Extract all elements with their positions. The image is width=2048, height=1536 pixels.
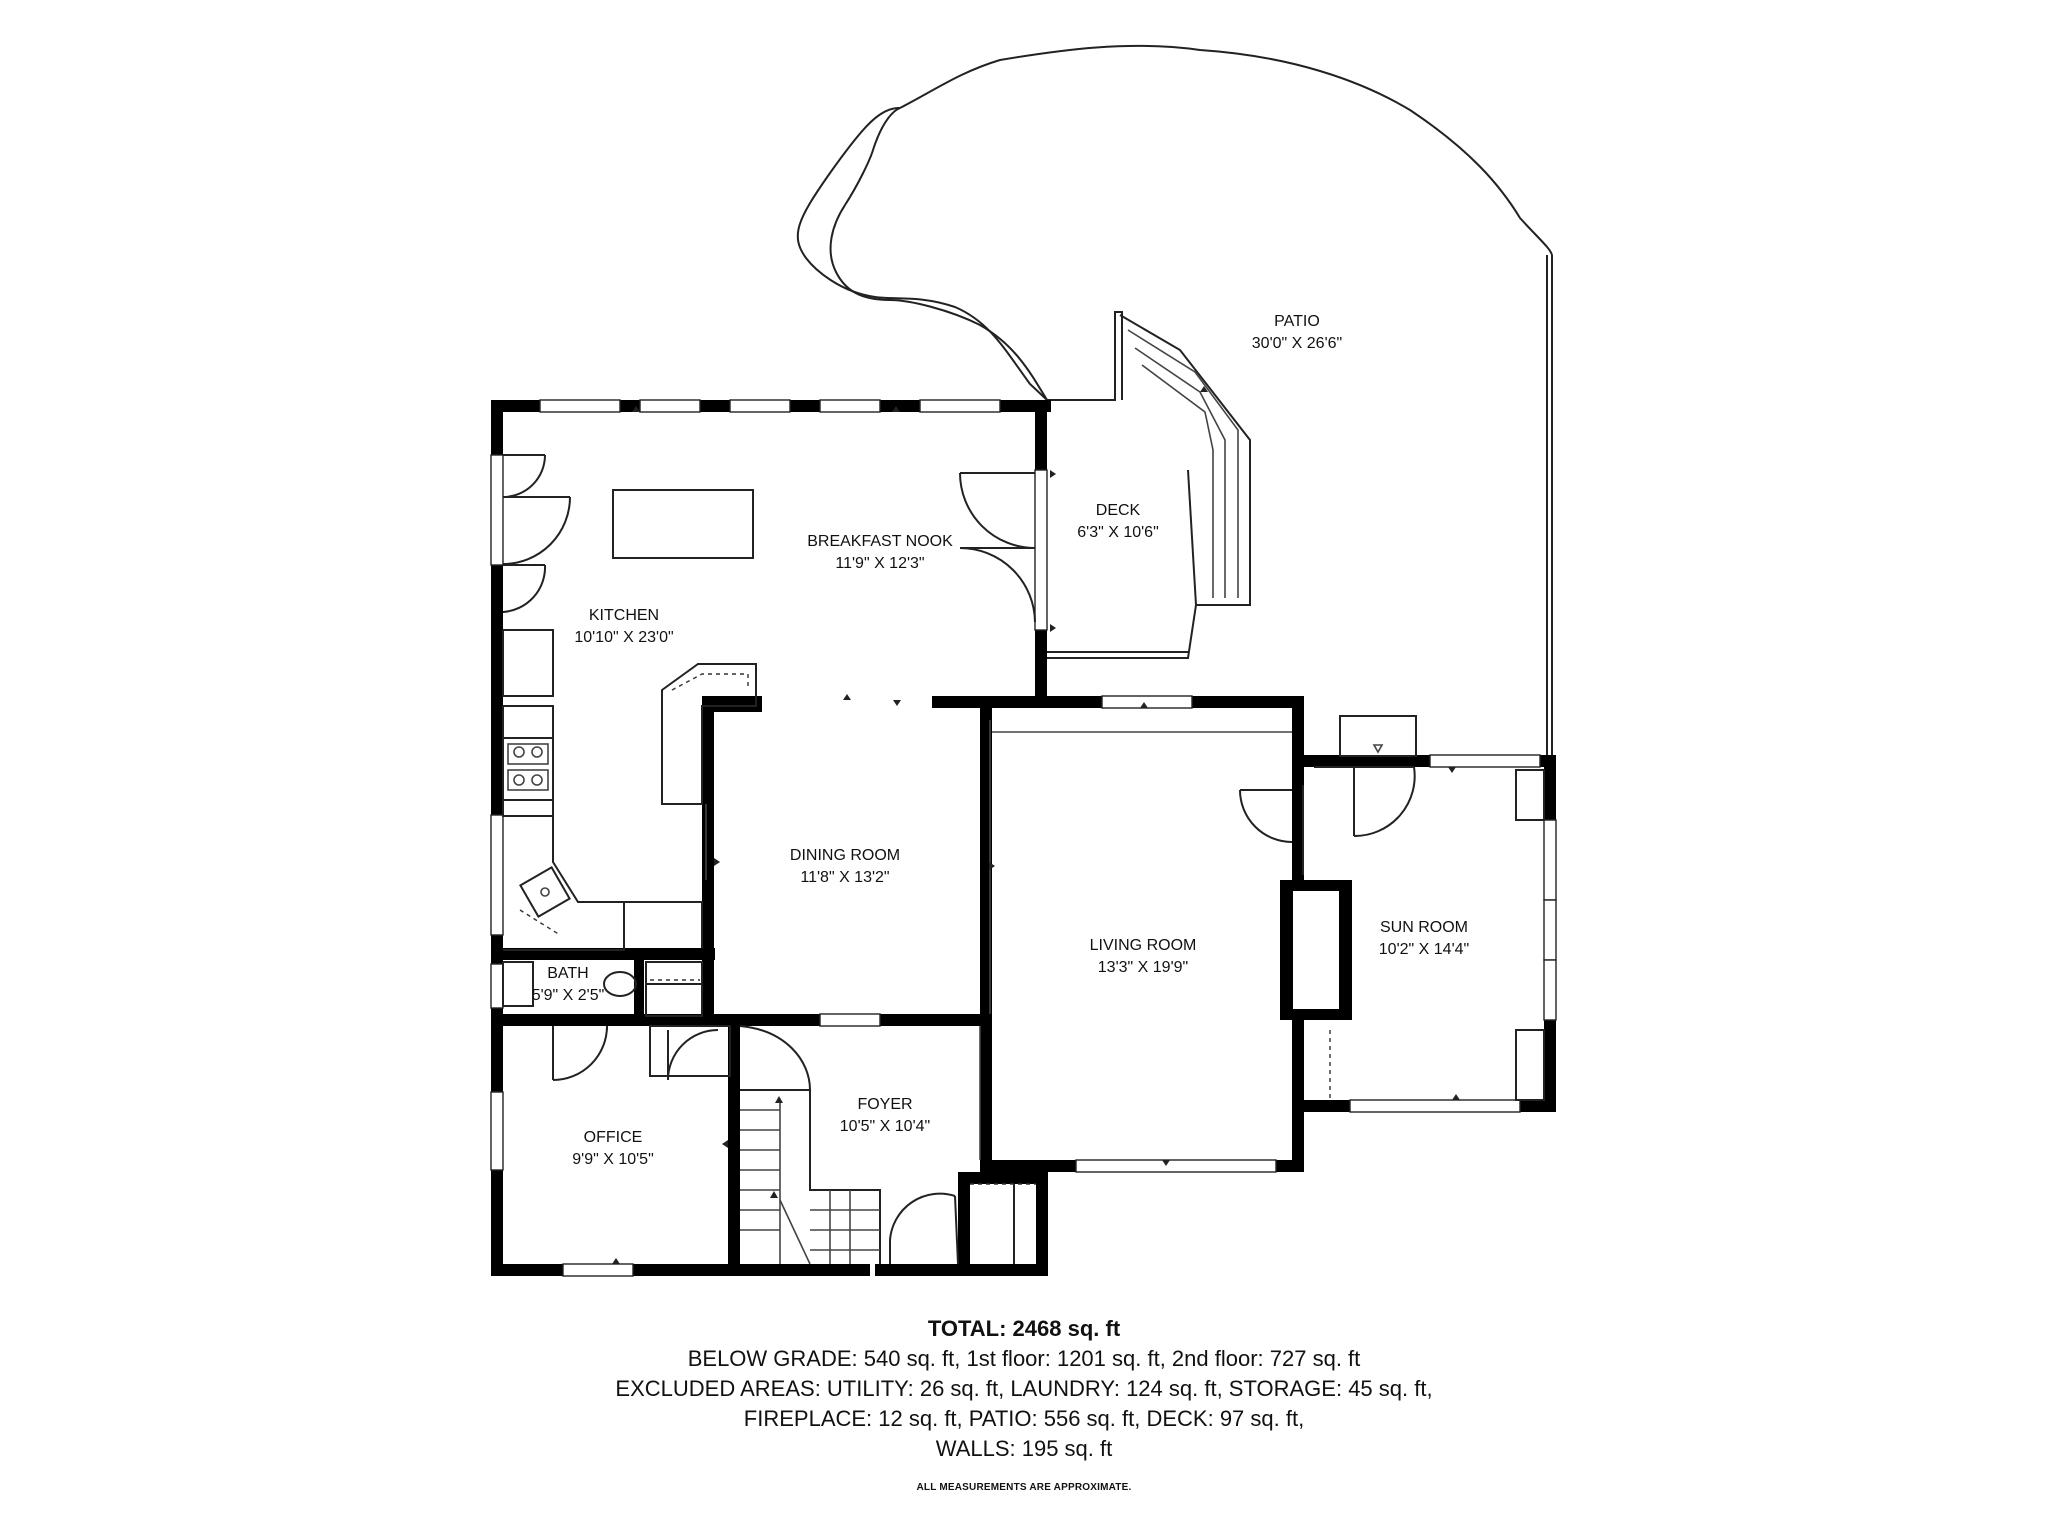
deck-outline	[1047, 311, 1251, 659]
bath-name: BATH	[547, 965, 588, 982]
fixtures	[502, 454, 1545, 1265]
room-label-living-room: LIVING ROOM 13'3" X 19'9"	[1090, 937, 1197, 976]
kitchen-name: KITCHEN	[589, 607, 659, 624]
markers	[612, 386, 1460, 1264]
dining-room-dims: 11'8" X 13'2"	[800, 869, 889, 886]
sun-room-name: SUN ROOM	[1380, 919, 1468, 936]
room-label-foyer: FOYER 10'5" X 10'4"	[840, 1096, 930, 1135]
deck-dims: 6'3" X 10'6"	[1077, 524, 1159, 541]
room-label-patio: PATIO 30'0" X 26'6"	[1252, 313, 1342, 352]
living-room-name: LIVING ROOM	[1090, 937, 1197, 954]
dining-room-name: DINING ROOM	[790, 847, 900, 864]
living-room-dims: 13'3" X 19'9"	[1098, 959, 1188, 976]
bath-dims: 5'9" X 2'5"	[532, 987, 605, 1004]
area-summary: TOTAL: 2468 sq. ft BELOW GRADE: 540 sq. …	[0, 1314, 2048, 1493]
measurement-note: ALL MEASUREMENTS ARE APPROXIMATE.	[916, 1482, 1132, 1493]
breakfast-nook-name: BREAKFAST NOOK	[807, 533, 953, 550]
room-label-bath: BATH 5'9" X 2'5"	[532, 965, 605, 1004]
room-label-breakfast-nook: BREAKFAST NOOK 11'9" X 12'3"	[807, 533, 953, 572]
patio-name: PATIO	[1274, 313, 1320, 330]
summary-line-3: FIREPLACE: 12 sq. ft, PATIO: 556 sq. ft,…	[743, 1406, 1305, 1431]
foyer-dims: 10'5" X 10'4"	[840, 1118, 930, 1135]
office-name: OFFICE	[584, 1129, 643, 1146]
room-label-kitchen: KITCHEN 10'10" X 23'0"	[574, 607, 673, 646]
summary-line-4: WALLS: 195 sq. ft	[935, 1436, 1113, 1461]
sun-room-dims: 10'2" X 14'4"	[1379, 941, 1469, 958]
room-label-sun-room: SUN ROOM 10'2" X 14'4"	[1379, 919, 1469, 958]
summary-line-1: BELOW GRADE: 540 sq. ft, 1st floor: 1201…	[687, 1346, 1361, 1371]
patio-dims: 30'0" X 26'6"	[1252, 335, 1342, 352]
office-dims: 9'9" X 10'5"	[572, 1151, 654, 1168]
kitchen-dims: 10'10" X 23'0"	[574, 629, 673, 646]
total-area: TOTAL: 2468 sq. ft	[927, 1316, 1121, 1341]
foyer-name: FOYER	[857, 1096, 912, 1113]
room-label-deck: DECK 6'3" X 10'6"	[1077, 502, 1159, 541]
patio-outline	[796, 44, 1553, 755]
windows	[490, 399, 1557, 1277]
walls	[491, 400, 1556, 1276]
room-label-office: OFFICE 9'9" X 10'5"	[572, 1129, 654, 1168]
deck-name: DECK	[1096, 502, 1141, 519]
summary-line-2: EXCLUDED AREAS: UTILITY: 26 sq. ft, LAUN…	[615, 1376, 1433, 1401]
breakfast-nook-dims: 11'9" X 12'3"	[835, 555, 924, 572]
room-label-dining-room: DINING ROOM 11'8" X 13'2"	[790, 847, 900, 886]
